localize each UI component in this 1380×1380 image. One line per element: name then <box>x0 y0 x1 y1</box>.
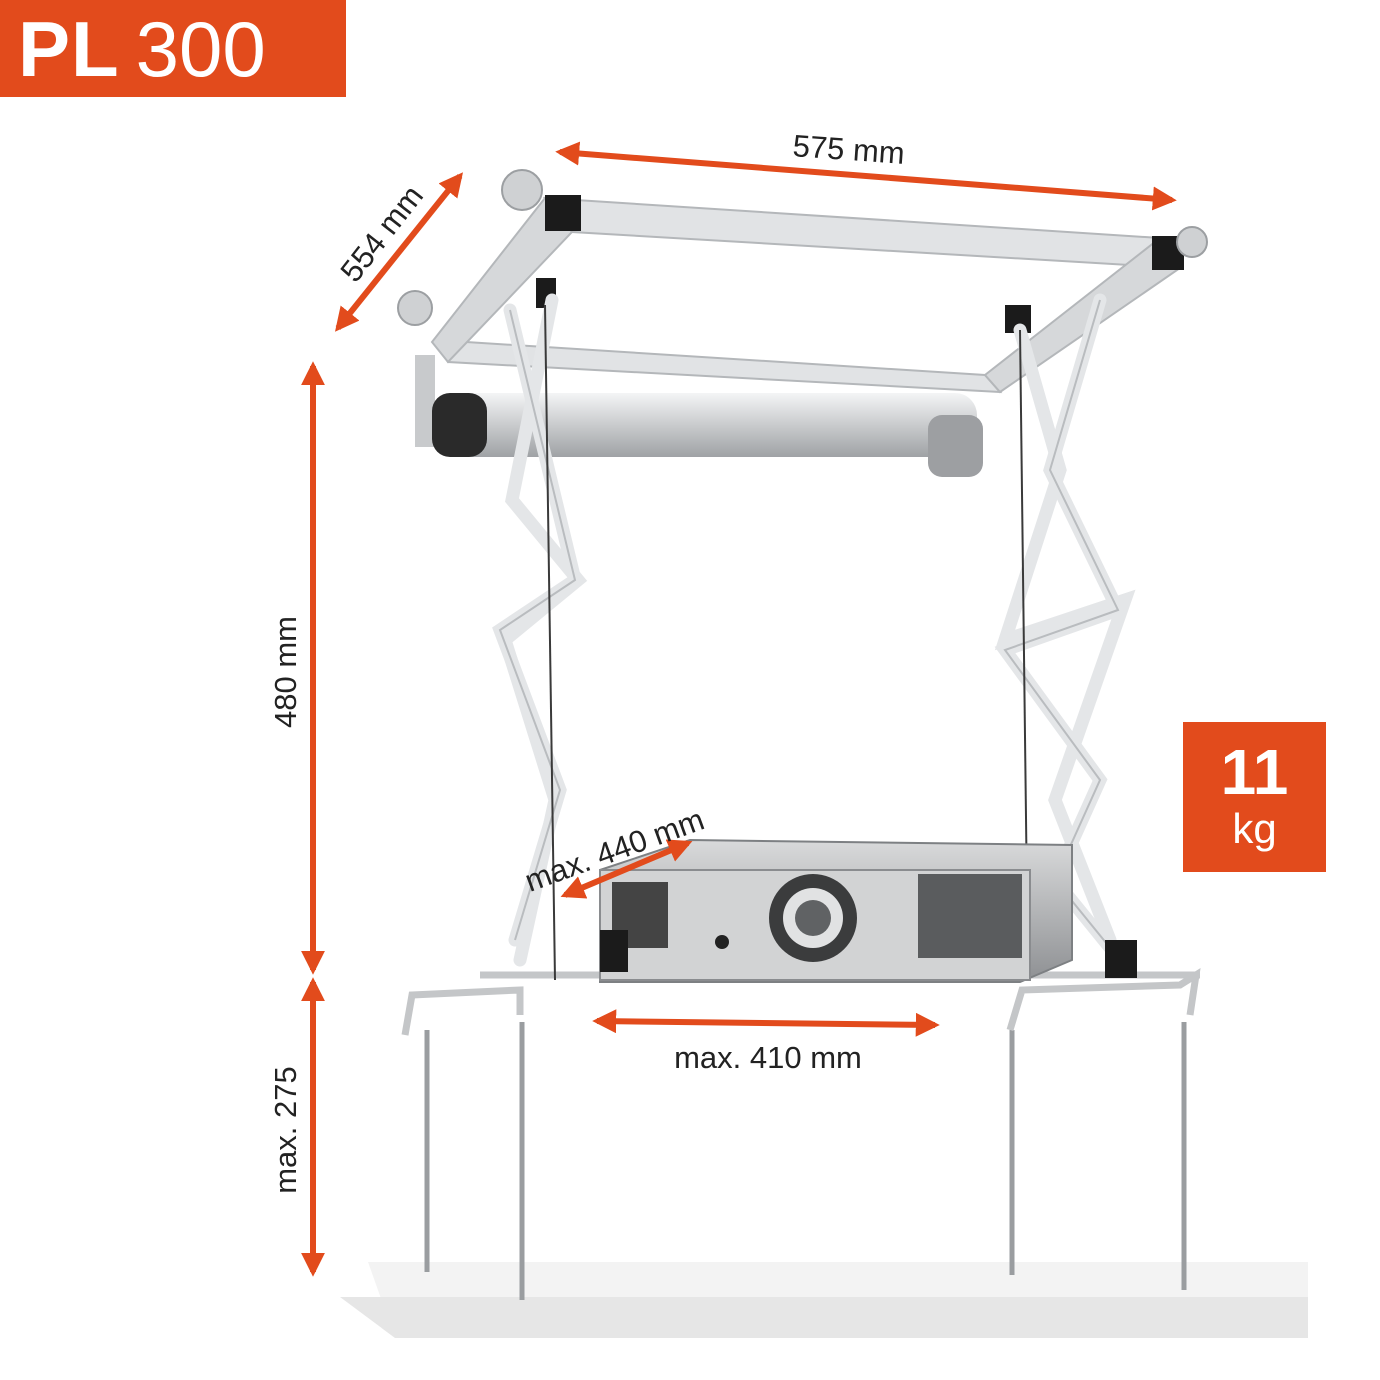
weight-badge: 11 kg <box>1183 722 1326 872</box>
width-label: 575 mm <box>792 128 906 171</box>
width-arrow <box>555 141 1177 211</box>
weight-value: 11 <box>1220 736 1289 808</box>
top-frame <box>397 169 1208 394</box>
ceiling-panel <box>340 1262 1308 1338</box>
product-series: PL <box>18 4 120 93</box>
weight-unit: kg <box>1232 805 1277 852</box>
product-model: 300 <box>135 4 266 93</box>
projector-width-arrow <box>592 1009 940 1037</box>
drop-label: max. 275 <box>268 1066 303 1194</box>
lift-label: 480 mm <box>268 616 303 728</box>
motor-tube <box>415 355 983 477</box>
projector-depth-arrow <box>560 839 693 899</box>
depth-arrow <box>334 172 464 332</box>
projector <box>599 838 1137 983</box>
projector-width-label: max. 410 mm <box>674 1040 862 1075</box>
dimension-lines <box>301 141 1177 1277</box>
threaded-rods <box>424 1022 1187 1300</box>
product-title-badge: PL 300 <box>0 0 346 97</box>
